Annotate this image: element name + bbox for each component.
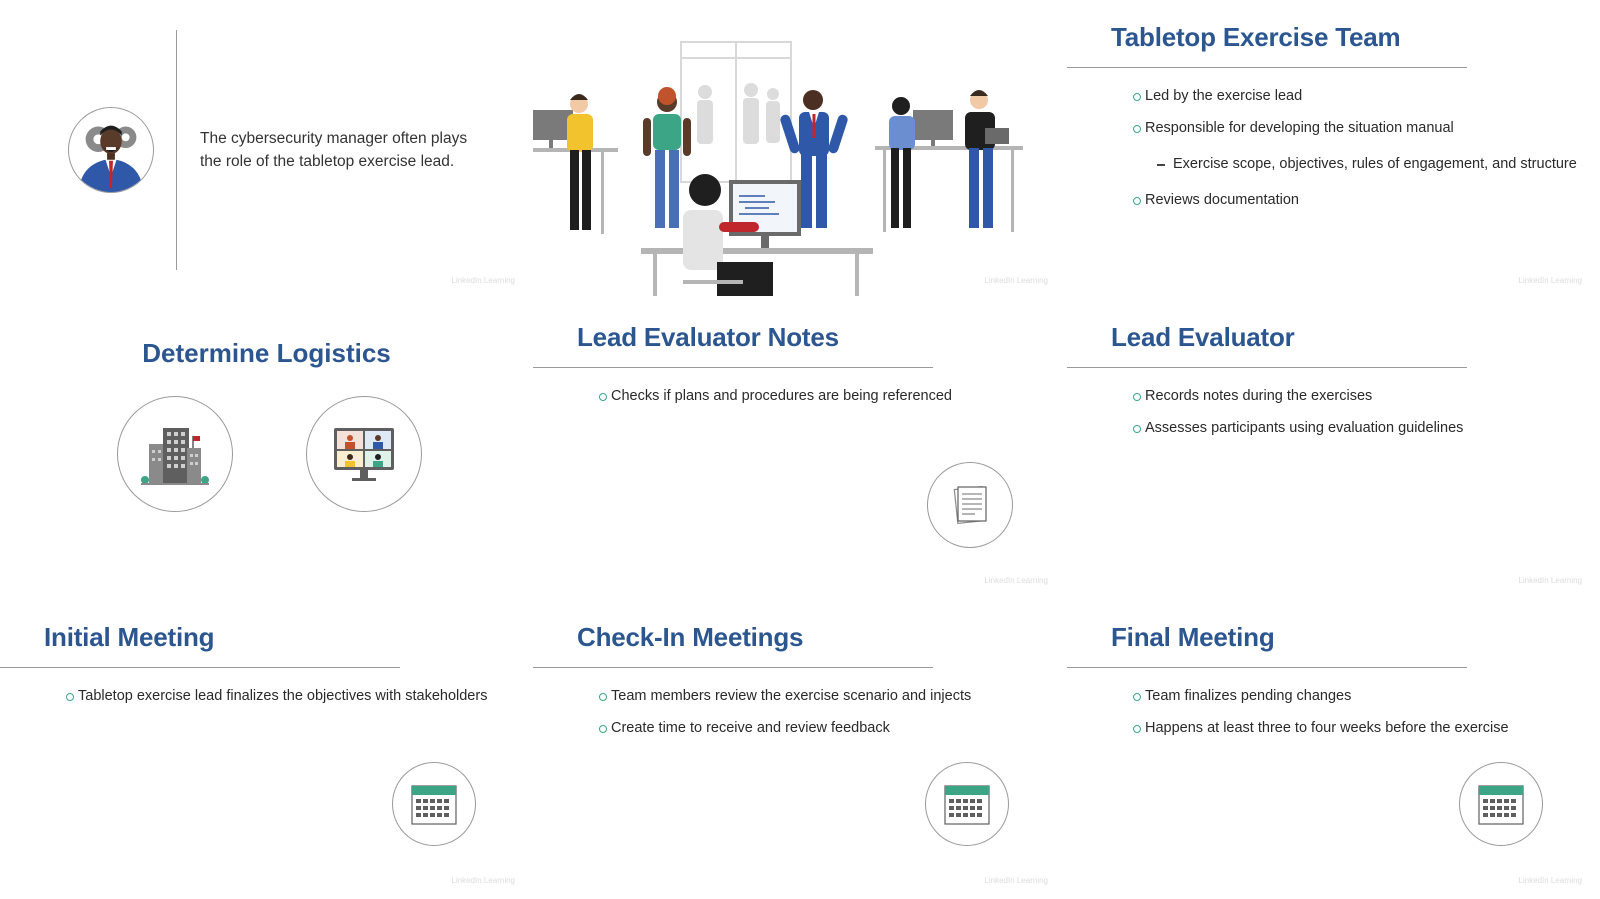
- slide-title: Lead Evaluator Notes: [577, 322, 839, 352]
- slide-exercise-lead: The cybersecurity manager often plays th…: [0, 0, 533, 299]
- title-rule: [533, 667, 933, 668]
- bullet-list: Records notes during the exercises Asses…: [1133, 380, 1463, 444]
- slide-check-in-meetings: Check-In Meetings Team members review th…: [533, 600, 1066, 899]
- title-rule: [1067, 367, 1467, 368]
- watermark: LinkedIn Learning: [451, 276, 515, 285]
- bullet-list: Team finalizes pending changes Happens a…: [1133, 680, 1509, 744]
- title-rule: [1067, 67, 1467, 68]
- list-item: Led by the exercise lead: [1133, 80, 1577, 112]
- bullet-list: Tabletop exercise lead finalizes the obj…: [66, 680, 487, 712]
- title-rule: [1067, 667, 1467, 668]
- list-item: Team finalizes pending changes: [1133, 680, 1509, 712]
- watermark: LinkedIn Learning: [451, 876, 515, 885]
- list-item: Records notes during the exercises: [1133, 380, 1463, 412]
- title-rule: [533, 367, 933, 368]
- slide-title: Initial Meeting: [44, 622, 215, 652]
- slide-lead-evaluator: Lead Evaluator Records notes during the …: [1067, 300, 1600, 599]
- watermark: LinkedIn Learning: [984, 576, 1048, 585]
- video-conference-icon: [306, 396, 422, 512]
- watermark: LinkedIn Learning: [1518, 276, 1582, 285]
- watermark: LinkedIn Learning: [984, 276, 1048, 285]
- list-item: Responsible for developing the situation…: [1133, 112, 1577, 144]
- list-subitem: Exercise scope, objectives, rules of eng…: [1133, 148, 1577, 180]
- title-rule: [0, 667, 400, 668]
- list-item: Tabletop exercise lead finalizes the obj…: [66, 680, 487, 712]
- slide-final-meeting: Final Meeting Team finalizes pending cha…: [1067, 600, 1600, 899]
- watermark: LinkedIn Learning: [1518, 876, 1582, 885]
- list-item: Team members review the exercise scenari…: [599, 680, 971, 712]
- slide-title: Check-In Meetings: [577, 622, 804, 652]
- office-building-icon: [117, 396, 233, 512]
- calendar-icon: [925, 762, 1009, 846]
- list-item: Create time to receive and review feedba…: [599, 712, 971, 744]
- watermark: LinkedIn Learning: [984, 876, 1048, 885]
- office-team-illustration: [533, 41, 1023, 296]
- slide-team-illustration: LinkedIn Learning: [533, 0, 1066, 299]
- slide-initial-meeting: Initial Meeting Tabletop exercise lead f…: [0, 600, 533, 899]
- list-item: Reviews documentation: [1133, 184, 1577, 216]
- slide-title: Tabletop Exercise Team: [1111, 22, 1401, 52]
- document-icon: [927, 462, 1013, 548]
- list-item: Happens at least three to four weeks bef…: [1133, 712, 1509, 744]
- slide-tabletop-team: Tabletop Exercise Team Led by the exerci…: [1067, 0, 1600, 299]
- bullet-list: Led by the exercise lead Responsible for…: [1133, 80, 1577, 216]
- list-item: Checks if plans and procedures are being…: [599, 380, 952, 412]
- lead-description: The cybersecurity manager often plays th…: [200, 130, 468, 170]
- bullet-list: Checks if plans and procedures are being…: [599, 380, 952, 412]
- slide-title: Lead Evaluator: [1111, 322, 1295, 352]
- calendar-icon: [392, 762, 476, 846]
- bullet-list: Team members review the exercise scenari…: [599, 680, 971, 744]
- slide-title: Final Meeting: [1111, 622, 1275, 652]
- calendar-icon: [1459, 762, 1543, 846]
- slide-title: Determine Logistics: [142, 338, 391, 368]
- watermark: LinkedIn Learning: [1518, 576, 1582, 585]
- slide-logistics: Determine Logistics: [0, 300, 533, 599]
- manager-gears-icon: [68, 107, 154, 193]
- slide-lead-evaluator-notes: Lead Evaluator Notes Checks if plans and…: [533, 300, 1066, 599]
- list-item: Assesses participants using evaluation g…: [1133, 412, 1463, 444]
- divider-line: [176, 30, 177, 270]
